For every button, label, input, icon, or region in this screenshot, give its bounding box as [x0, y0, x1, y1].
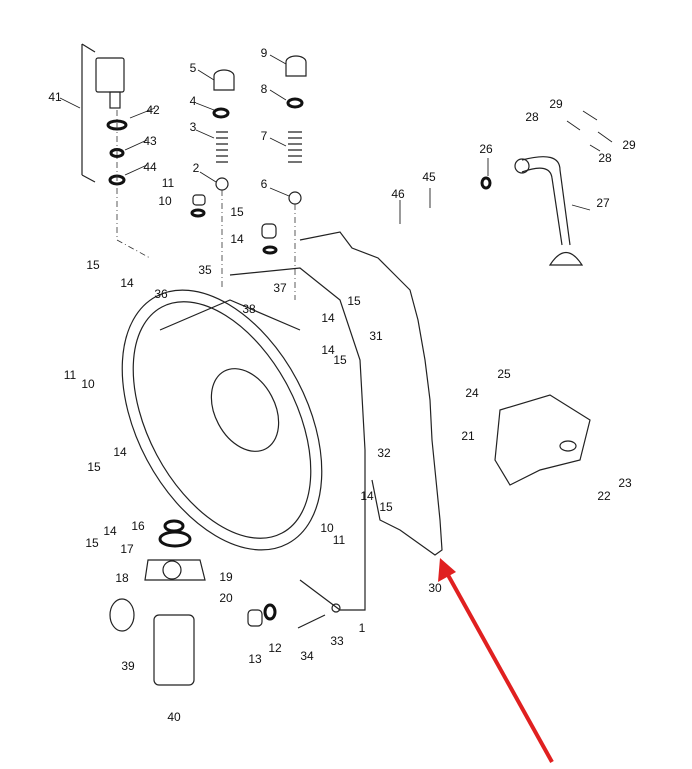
callout-23: 23	[618, 476, 632, 490]
callout-33: 33	[330, 634, 344, 648]
callout-14: 14	[120, 276, 134, 290]
valve-stack-left	[212, 69, 235, 290]
solenoid-valve	[81, 43, 151, 259]
callout-3: 3	[189, 120, 197, 134]
leader-lines	[59, 54, 613, 224]
callout-4: 4	[189, 94, 197, 108]
housing	[121, 267, 366, 611]
callout-15: 15	[379, 500, 393, 514]
callout-44: 44	[143, 160, 157, 174]
callout-32: 32	[377, 446, 391, 460]
callout-11: 11	[63, 368, 77, 382]
callout-6: 6	[260, 177, 268, 191]
callout-42: 42	[146, 103, 160, 117]
callout-16: 16	[131, 519, 145, 533]
callout-40: 40	[167, 710, 181, 724]
callout-10: 10	[81, 377, 95, 391]
callout-14: 14	[321, 311, 335, 325]
callout-39: 39	[121, 659, 135, 673]
callout-5: 5	[189, 61, 197, 75]
callout-13: 13	[248, 652, 262, 666]
callout-20: 20	[219, 591, 233, 605]
callout-26: 26	[479, 142, 493, 156]
highlight-arrow	[438, 558, 554, 763]
callout-18: 18	[115, 571, 129, 585]
callout-11: 11	[332, 533, 346, 547]
suction-tube	[480, 156, 584, 266]
callout-14: 14	[360, 489, 374, 503]
heat-shield	[494, 394, 591, 486]
gasket-outline	[299, 231, 443, 556]
callout-11: 11	[161, 176, 175, 190]
callout-24: 24	[465, 386, 479, 400]
callout-12: 12	[268, 641, 282, 655]
callout-36: 36	[154, 287, 168, 301]
callout-27: 27	[596, 196, 610, 210]
callout-15: 15	[87, 460, 101, 474]
callout-41: 41	[48, 90, 62, 104]
bottom-plugs	[247, 603, 341, 629]
callout-25: 25	[497, 367, 511, 381]
callout-35: 35	[198, 263, 212, 277]
callout-34: 34	[300, 649, 314, 663]
callout-22: 22	[597, 489, 611, 503]
callout-30: 30	[428, 581, 442, 595]
callout-14: 14	[113, 445, 127, 459]
valve-stack-right	[285, 55, 307, 300]
callout-15: 15	[347, 294, 361, 308]
callout-14: 14	[230, 232, 244, 246]
callout-14: 14	[103, 524, 117, 538]
callout-10: 10	[320, 521, 334, 535]
callout-2: 2	[192, 161, 200, 175]
callout-19: 19	[219, 570, 233, 584]
callout-14: 14	[321, 343, 335, 357]
callout-43: 43	[143, 134, 157, 148]
callout-7: 7	[260, 129, 268, 143]
callout-15: 15	[85, 536, 99, 550]
callout-45: 45	[422, 170, 436, 184]
plugs-top	[190, 194, 278, 255]
callout-29: 29	[549, 97, 563, 111]
callout-10: 10	[158, 194, 172, 208]
callout-38: 38	[242, 302, 256, 316]
callout-46: 46	[391, 187, 405, 201]
callout-17: 17	[120, 542, 134, 556]
callout-8: 8	[260, 82, 268, 96]
callout-21: 21	[461, 429, 475, 443]
callout-15: 15	[86, 258, 100, 272]
callout-31: 31	[369, 329, 383, 343]
callout-37: 37	[273, 281, 287, 295]
oil-filter	[109, 519, 206, 686]
callout-28: 28	[598, 151, 612, 165]
callout-29: 29	[622, 138, 636, 152]
callout-1: 1	[358, 621, 366, 635]
callout-28: 28	[525, 110, 539, 124]
callout-15: 15	[333, 353, 347, 367]
callout-9: 9	[260, 46, 268, 60]
callout-15: 15	[230, 205, 244, 219]
